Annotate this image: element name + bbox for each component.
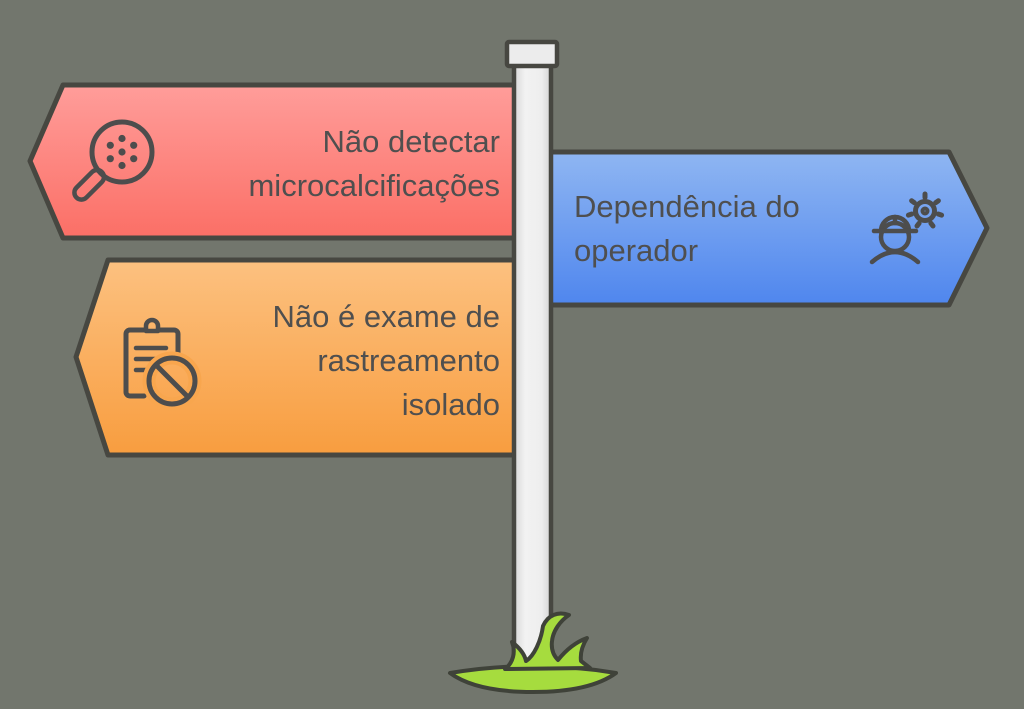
signpost-pole (511, 55, 554, 673)
sign-microcalcifications-label: Não detectar microcalcificações (170, 120, 500, 208)
sign-not-isolated-screening-line-2: rastreamento (317, 343, 500, 378)
worker-gear-icon (869, 191, 945, 265)
sign-microcalcifications-line-1: Não detectar (322, 124, 501, 159)
sign-operator-dependency-label: Dependência do operador (574, 185, 874, 273)
sign-microcalcifications-panel (27, 82, 533, 241)
gear-icon (905, 191, 945, 229)
grass-tuft (503, 611, 592, 671)
sign-microcalcifications-line-2: microcalcificações (248, 168, 500, 203)
sign-not-isolated-screening-panel (73, 257, 533, 458)
sign-operator-dependency-line-1: Dependência do (574, 189, 800, 224)
sign-operator-dependency-line-2: operador (574, 233, 699, 268)
clipboard-prohibited-icon (123, 317, 202, 411)
sign-not-isolated-screening-label: Não é exame de rastreamento isolado (170, 295, 500, 427)
magnifier-dots-icon (72, 119, 155, 202)
sign-not-isolated-screening-line-1: Não é exame de (272, 299, 500, 334)
signpost-pole-cap (504, 39, 560, 69)
sign-not-isolated-screening-line-3: isolado (401, 387, 500, 422)
